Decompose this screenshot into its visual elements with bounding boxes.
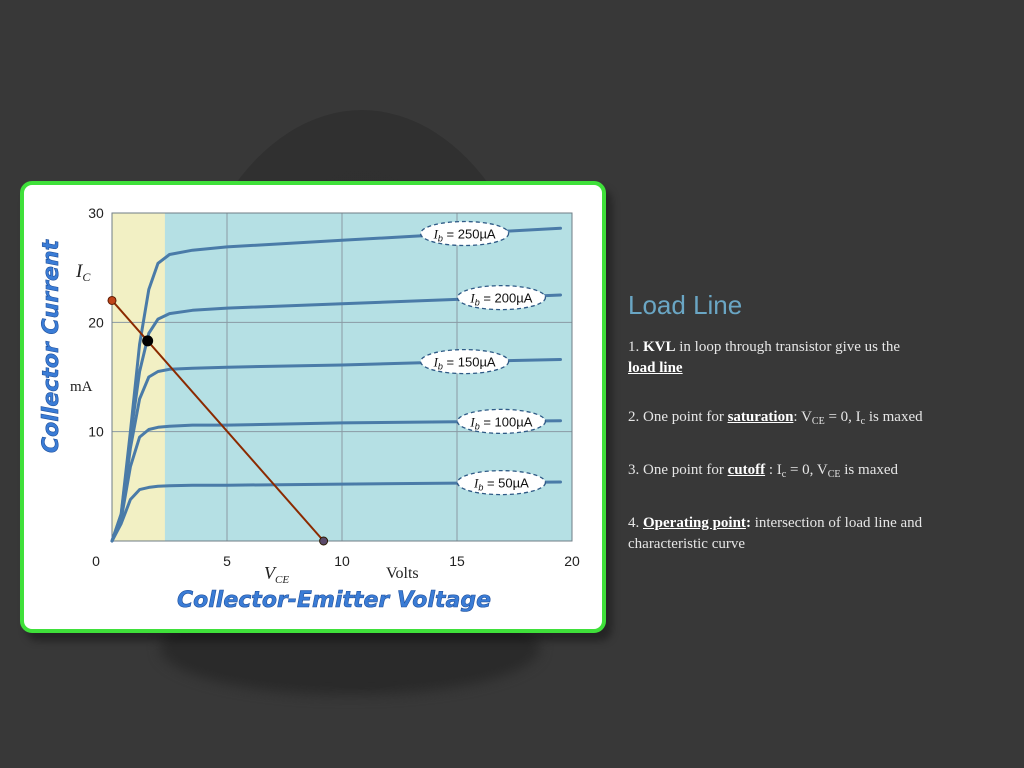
x-axis-title: Collector-Emitter Voltage — [177, 588, 491, 613]
bullet-text: One point for — [643, 409, 724, 425]
x-tick-label: 20 — [564, 553, 580, 569]
bullet-3: 3. One point for cutoff : Ic = 0, VCE is… — [628, 460, 973, 485]
bullet-colon: : — [793, 409, 798, 425]
symbol-subscript: CE — [811, 416, 825, 427]
y-tick-label: 10 — [88, 424, 104, 440]
bullet-colon: : — [765, 462, 773, 478]
characteristic-curve — [110, 358, 562, 543]
bullet-number: 3. — [628, 462, 640, 478]
text-panel: Load Line 1. KVL in loop through transis… — [628, 290, 973, 583]
y-tick-label: 20 — [88, 314, 104, 330]
bullet-text: is maxed — [840, 462, 899, 478]
x-axis-symbol: VCE — [264, 563, 289, 586]
x-axis-unit: Volts — [386, 565, 419, 582]
x-tick-label: 5 — [223, 553, 231, 569]
curve-label: Ib = 50µA — [473, 476, 529, 493]
y-axis-unit: mA — [70, 379, 93, 395]
curve-label: Ib = 150µA — [433, 355, 496, 372]
chart-card: 0 5 10 15 20 10 20 30 Ib = 250µA Ib = 200µA Ib = 1… — [20, 181, 606, 633]
curve-label-bubble — [456, 469, 547, 496]
cutoff-point — [319, 536, 329, 546]
bullet-text: One point for — [643, 462, 724, 478]
plot-frame — [111, 212, 573, 542]
bullet-text: in loop through transistor give us the — [675, 339, 901, 355]
curve-label-bubble — [456, 408, 547, 435]
bullet-number: 1. — [628, 339, 640, 355]
curve-label-bubble — [456, 284, 547, 311]
slide-title: Load Line — [628, 290, 743, 320]
x-tick-label: 10 — [334, 553, 350, 569]
curve-label: Ib = 250µA — [433, 227, 496, 244]
bullet-text: intersection of load line and characteri… — [628, 515, 923, 552]
symbol: V — [801, 409, 812, 425]
operating-point — [142, 335, 154, 347]
bullet-keyword-underlined: cutoff — [727, 462, 766, 478]
saturation-point — [107, 295, 117, 305]
curve-label-bubble — [419, 348, 510, 375]
symbol: I — [773, 462, 782, 478]
bullet-keyword: KVL — [643, 339, 676, 355]
bullet-keyword-underlined: saturation — [727, 409, 794, 425]
y-axis-symbol: IC — [75, 261, 91, 284]
equation-text: = 0, V — [786, 462, 828, 478]
bullet-keyword-underlined: load line — [628, 360, 683, 376]
bullet-keyword-underlined: Operating point — [643, 515, 746, 531]
bullet-number: 2. — [628, 409, 640, 425]
curve-label-bubble — [419, 220, 510, 247]
bullet-colon: : — [745, 515, 751, 531]
curve-label: Ib = 100µA — [469, 414, 532, 431]
characteristic-curve — [110, 419, 562, 543]
bullet-number: 4. — [628, 515, 640, 531]
x-tick-label: 15 — [449, 553, 465, 569]
symbol-subscript: c — [781, 469, 787, 480]
bullet-4: 4. Operating point: intersection of load… — [628, 513, 973, 555]
x-tick-label: 0 — [92, 553, 100, 569]
bullet-2: 2. One point for saturation: VCE = 0, Ic… — [628, 407, 973, 432]
symbol-subscript: c — [860, 416, 866, 427]
equation-text: = 0, I — [824, 409, 861, 425]
y-tick-label: 30 — [88, 205, 104, 221]
bullet-text: is maxed — [865, 409, 923, 425]
symbol-subscript: CE — [827, 469, 841, 480]
bullet-1: 1. KVL in loop through transistor give u… — [628, 337, 973, 379]
y-axis-title: Collector Current — [39, 238, 64, 453]
transistor-characteristic-chart: 0 5 10 15 20 10 20 30 Ib = 250µA Ib = 200µA Ib = 1… — [39, 205, 580, 613]
curve-label: Ib = 200µA — [469, 291, 532, 308]
characteristic-curve — [110, 480, 562, 543]
